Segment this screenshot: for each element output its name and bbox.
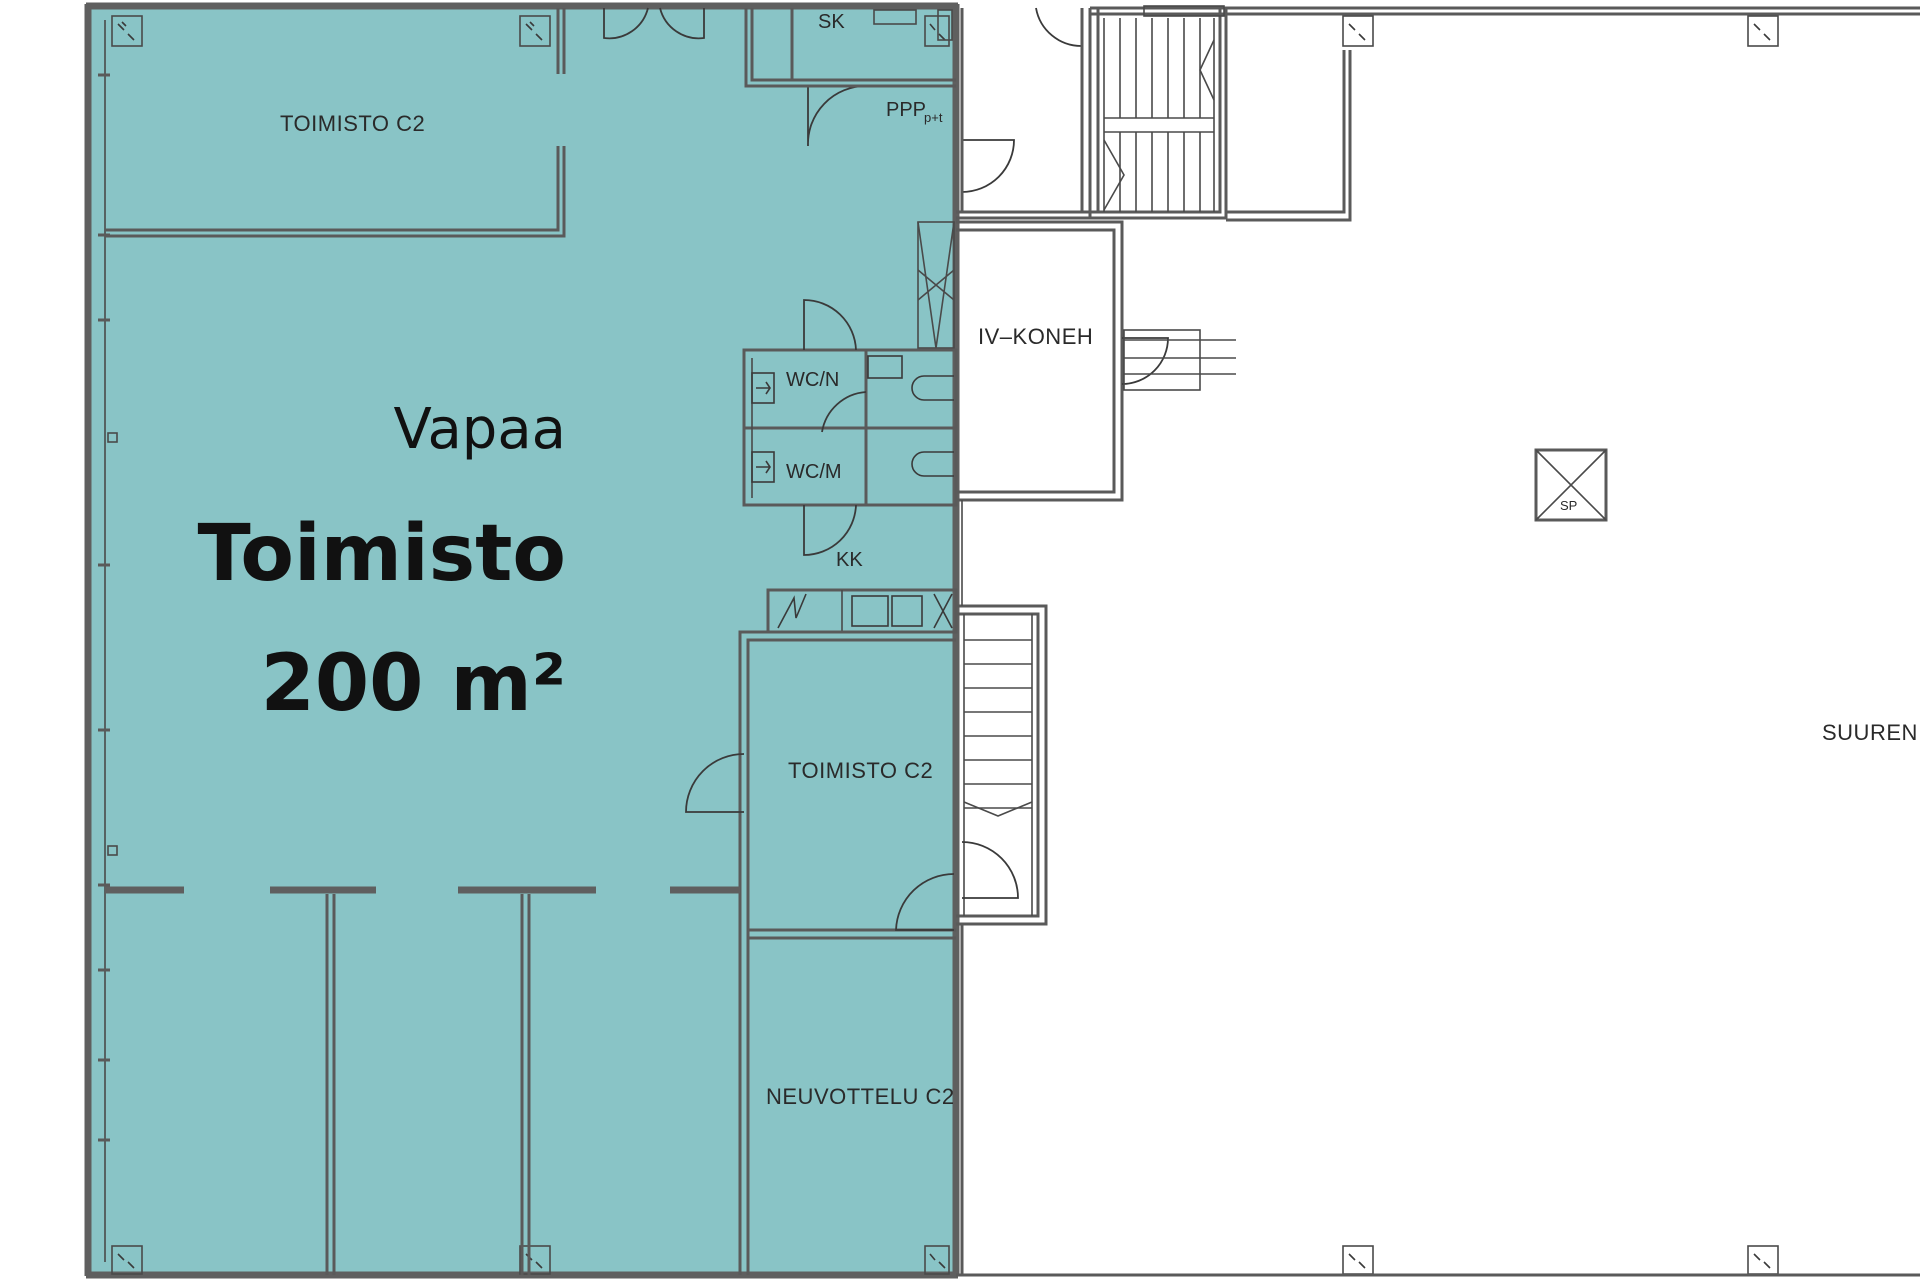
- label-iv-koneh: IV–KONEH: [978, 324, 1093, 349]
- headline-status: Vapaa: [394, 397, 566, 462]
- stairs-lower: [956, 604, 1048, 926]
- lower-partitions: [105, 886, 740, 1275]
- stairs-top: [1088, 5, 1920, 222]
- label-sp: SP: [1560, 498, 1577, 513]
- headline-area: 200 m²: [261, 639, 566, 729]
- room-iv-koneh-walls: [956, 210, 1236, 502]
- label-ppp-sub: p+t: [924, 110, 943, 125]
- shaft-sp: [1534, 448, 1608, 522]
- room-wc-block: [742, 299, 958, 556]
- label-sk: SK: [818, 11, 845, 33]
- label-wc-m: WC/M: [786, 461, 842, 483]
- label-suuren: SUUREN: [1822, 720, 1918, 745]
- shaft: [917, 221, 955, 349]
- doors-right-top: [961, 7, 1083, 193]
- corridor-lines: [956, 8, 1920, 1277]
- label-ppp: PPP: [886, 99, 926, 121]
- label-kk: KK: [836, 549, 863, 571]
- label-neuvottelu: NEUVOTTELU C2: [766, 1084, 955, 1109]
- label-wc-n: WC/N: [786, 369, 839, 391]
- room-toimisto-top-walls: [105, 8, 566, 238]
- room-sk-ppp-walls: [744, 8, 956, 88]
- headline-type: Toimisto: [198, 509, 566, 599]
- columns: [111, 15, 1779, 1275]
- label-toimisto-top: TOIMISTO C2: [280, 111, 425, 136]
- room-toimisto-right-walls: [685, 630, 956, 1275]
- label-toimisto-right: TOIMISTO C2: [788, 758, 933, 783]
